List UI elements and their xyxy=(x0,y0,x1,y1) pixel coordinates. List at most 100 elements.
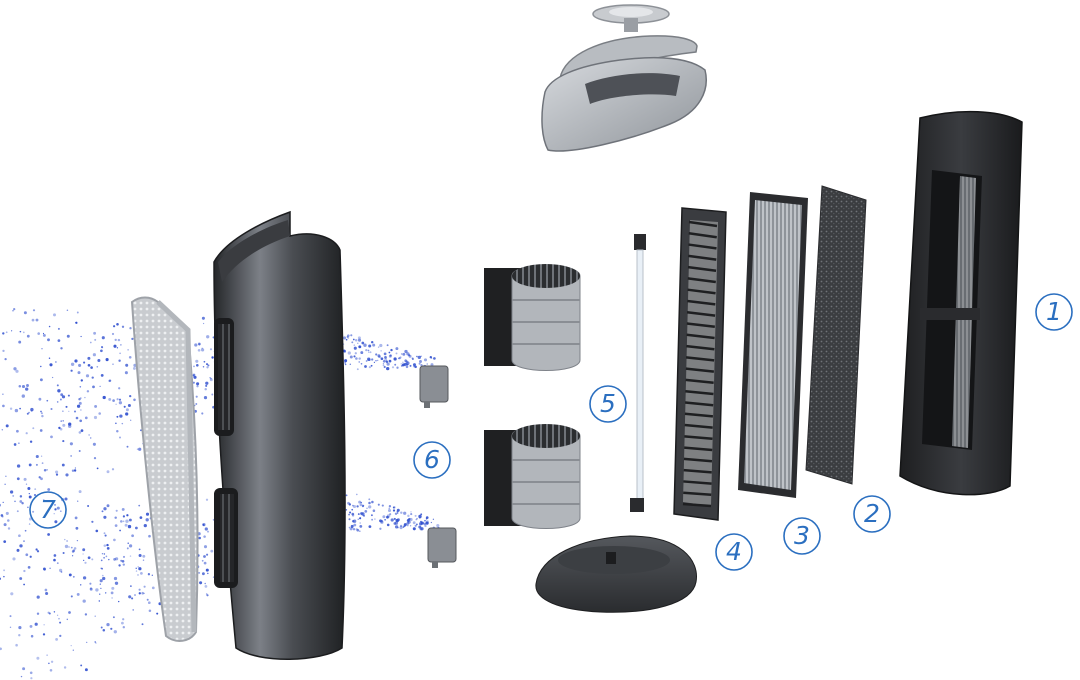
ion-particle xyxy=(43,624,45,626)
ion-particle xyxy=(352,504,354,507)
ion-particle xyxy=(23,583,25,586)
carbon-prefilter xyxy=(805,185,867,485)
ion-particle xyxy=(58,617,60,620)
ion-particle xyxy=(118,398,122,401)
callout-4-label: 4 xyxy=(726,537,742,566)
ion-particle xyxy=(134,594,136,596)
ion-particle xyxy=(96,467,99,470)
ion-particle xyxy=(407,514,410,518)
callout-2-label: 2 xyxy=(864,499,880,528)
ion-particle xyxy=(206,363,208,366)
ion-particle xyxy=(409,364,412,367)
ion-particle xyxy=(77,371,81,375)
ion-particle xyxy=(126,547,129,550)
ion-particle xyxy=(27,486,31,491)
ion-particle xyxy=(114,581,119,585)
ion-particle xyxy=(41,462,44,464)
ion-particle xyxy=(412,527,416,531)
ion-particle xyxy=(207,572,209,575)
ion-particle xyxy=(31,318,35,322)
ion-particle xyxy=(53,313,56,317)
ion-particle xyxy=(16,429,19,433)
ion-particle xyxy=(25,387,29,391)
ion-particle xyxy=(197,348,201,352)
ion-particle xyxy=(368,505,372,509)
ion-particle xyxy=(75,416,79,420)
ion-particle xyxy=(347,351,351,355)
ion-particle xyxy=(211,356,214,359)
ion-particle xyxy=(94,615,96,617)
ion-particle xyxy=(82,576,87,580)
ion-particle xyxy=(91,376,94,379)
ion-particle xyxy=(418,514,422,519)
ion-particle xyxy=(344,361,347,364)
ion-particle xyxy=(58,426,61,430)
ion-particle xyxy=(66,334,70,338)
ion-particle xyxy=(106,547,110,550)
ion-particle xyxy=(206,594,209,597)
ion-particle xyxy=(420,520,422,523)
ion-particle xyxy=(129,544,133,548)
ion-particle xyxy=(125,412,129,416)
ion-particle xyxy=(1,429,4,431)
ion-particle xyxy=(137,574,139,576)
ion-particle xyxy=(22,331,25,334)
ion-particle xyxy=(206,335,210,339)
ion-particle xyxy=(142,559,145,562)
ion-particle xyxy=(362,504,365,507)
ion-particle xyxy=(101,510,104,513)
rear-housing xyxy=(899,110,1023,496)
ion-particle xyxy=(408,354,411,357)
ion-particle xyxy=(40,412,43,415)
ion-particle xyxy=(202,366,205,368)
ion-particle xyxy=(60,393,64,397)
ion-particle xyxy=(75,321,78,324)
ion-particle xyxy=(352,338,355,341)
ion-particle xyxy=(84,613,88,616)
ion-particle xyxy=(92,442,96,446)
ion-particle xyxy=(32,427,35,430)
ion-particle xyxy=(116,347,119,349)
ion-particle xyxy=(141,623,144,626)
ion-particle xyxy=(79,386,82,388)
ion-particle xyxy=(393,517,396,520)
ion-particle xyxy=(400,511,403,514)
ion-particle xyxy=(416,523,418,526)
ion-particle xyxy=(48,612,51,615)
ion-particle xyxy=(108,558,110,561)
callout-1-label: 1 xyxy=(1046,297,1062,326)
ion-particle xyxy=(373,361,376,364)
ion-particle xyxy=(383,365,386,369)
ion-particle xyxy=(115,422,117,425)
ion-particle xyxy=(54,504,56,506)
ion-particle xyxy=(386,344,389,347)
ion-particle xyxy=(122,618,125,621)
ion-particle xyxy=(210,549,214,553)
ion-particle xyxy=(115,403,117,405)
ion-particle xyxy=(418,362,421,365)
ion-particle xyxy=(203,396,208,400)
ion-particle xyxy=(3,540,7,543)
ion-particle xyxy=(62,423,66,427)
ion-particle xyxy=(86,641,88,644)
ion-particle xyxy=(118,401,123,405)
ion-particle xyxy=(410,513,413,516)
ion-particle xyxy=(111,597,113,599)
ion-particle xyxy=(121,422,124,425)
ion-particle xyxy=(73,469,77,472)
ion-particle xyxy=(47,338,50,342)
ion-particle xyxy=(414,514,417,517)
ion-particle xyxy=(18,340,22,344)
ion-particle xyxy=(114,524,118,527)
ion-particle xyxy=(126,445,129,448)
ion-particle xyxy=(206,553,209,556)
ion-particle xyxy=(147,601,151,605)
ion-particle xyxy=(425,520,429,524)
ion-particle xyxy=(386,366,390,371)
ion-particle xyxy=(405,365,409,369)
ion-particle xyxy=(76,311,79,314)
ion-particle xyxy=(50,435,53,439)
ion-particle xyxy=(113,325,116,328)
ion-particle xyxy=(108,379,111,383)
ion-particle xyxy=(382,515,386,519)
